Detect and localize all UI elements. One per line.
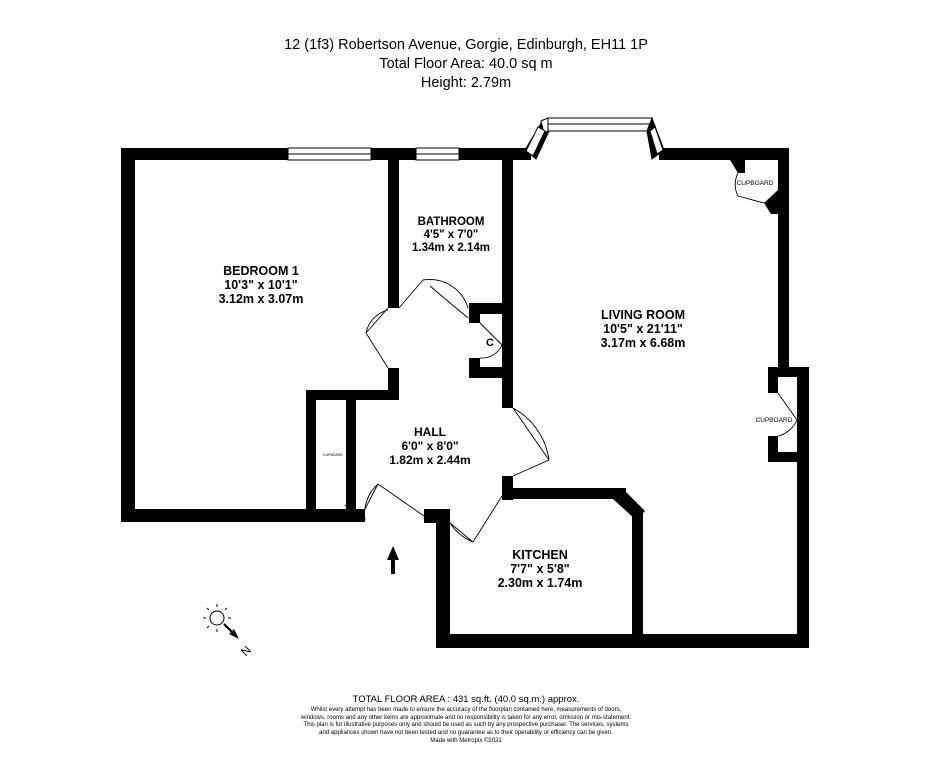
room-labels: BEDROOM 1 10'3" x 10'1" 3.12m x 3.07m BA… [219, 180, 793, 590]
living-top-cupboard-label: CUPBOARD [737, 180, 774, 187]
hall-cupboard-left-bottom [469, 358, 480, 378]
footer-total-area: TOTAL FLOOR AREA : 431 sq.ft. (40.0 sq.m… [352, 694, 580, 705]
entrance-arrow-icon [387, 546, 399, 574]
entrance-door [364, 483, 425, 521]
bedroom-cupboard-label: CUPBOARD [323, 453, 343, 457]
footer-disclaimer: Whilst every attempt has been made to en… [300, 707, 632, 736]
bedroom-door [365, 307, 389, 369]
right-cupboard-left-top [768, 367, 778, 393]
kitchen-top-wall [502, 488, 626, 499]
right-cupboard-bottom [768, 452, 809, 462]
hall-imperial: 6'0" x 8'0" [401, 439, 458, 453]
bathroom-door [398, 279, 469, 319]
height-line: Height: 2.79m [420, 75, 512, 91]
windows [287, 116, 665, 161]
hall-cupboard-door [479, 322, 503, 359]
hall-cupboard-label: C [486, 337, 494, 349]
footer-credit: Made with Metropix ©2021 [430, 738, 502, 745]
kitchen-left-wall [436, 509, 450, 648]
kitchen-door [449, 495, 503, 543]
living-room-name: LIVING ROOM [601, 308, 685, 322]
bed-cupboard-left-wall [306, 390, 316, 518]
right-cupboard-door [777, 392, 798, 437]
bathroom-imperial: 4'5" x 7'0" [424, 229, 479, 241]
walls [121, 148, 809, 648]
hall-cupboard-left-top [469, 303, 480, 323]
bedroom-name: BEDROOM 1 [223, 264, 299, 278]
bedroom-bottom-wall [121, 509, 365, 522]
total-floor-area-line: Total Floor Area: 40.0 sq m [379, 56, 553, 72]
bath-left-wall [388, 148, 399, 308]
right-cupboard-left-bottom [768, 436, 778, 462]
hall-cupboard-bottom [469, 367, 513, 378]
living-room-metric: 3.17m x 6.68m [601, 336, 686, 350]
kitchen-name: KITCHEN [512, 548, 568, 562]
kitchen-metric: 2.30m x 1.74m [498, 576, 583, 590]
right-cupboard-top [768, 367, 809, 377]
top-cupboard-wall-b [764, 190, 778, 214]
bath-right-wall [502, 148, 513, 408]
plan-header: 12 (1f3) Robertson Avenue, Gorgie, Edinb… [0, 36, 932, 93]
bay-right-glazing [649, 126, 664, 155]
top-cupboard-door [734, 172, 765, 204]
bathroom-name: BATHROOM [418, 216, 485, 228]
living-right-wall-lower [797, 367, 809, 648]
doors [344, 172, 798, 543]
top-cupboard-wall-a [730, 160, 745, 173]
living-room-imperial: 10'5" x 21'11" [603, 322, 683, 336]
living-right-cupboard-label: CUPBOARD [756, 417, 793, 424]
address-line: 12 (1f3) Robertson Avenue, Gorgie, Edinb… [284, 37, 648, 53]
bottom-wall [436, 634, 800, 648]
north-label: N [238, 643, 254, 659]
bedroom-imperial: 10'3" x 10'1" [224, 278, 297, 292]
hall-cupboard-top [469, 303, 513, 314]
hall-metric: 1.82m x 2.44m [389, 453, 470, 467]
bedroom-left-wall [121, 148, 135, 522]
bathroom-metric: 1.34m x 2.14m [412, 242, 490, 254]
bay-left-glazing [525, 126, 546, 157]
kitchen-imperial: 7'7" x 5'8" [510, 562, 570, 576]
top-wall-left [121, 148, 288, 160]
top-wall-right [459, 148, 531, 160]
bed-cupboard-right-wall [346, 390, 356, 518]
top-wall-living [659, 148, 789, 160]
bedroom-hall-wall [388, 368, 399, 394]
hall-name: HALL [414, 425, 446, 439]
north-arrow-icon: N [223, 623, 254, 659]
plan-footer: TOTAL FLOOR AREA : 431 sq.ft. (40.0 sq.m… [300, 694, 632, 746]
bedroom-metric: 3.12m x 3.07m [219, 292, 304, 306]
kitchen-right-wall [632, 510, 643, 638]
living-room-door [512, 407, 550, 477]
living-right-wall-upper [778, 148, 789, 370]
bedroom-cupboard-door [344, 504, 357, 519]
